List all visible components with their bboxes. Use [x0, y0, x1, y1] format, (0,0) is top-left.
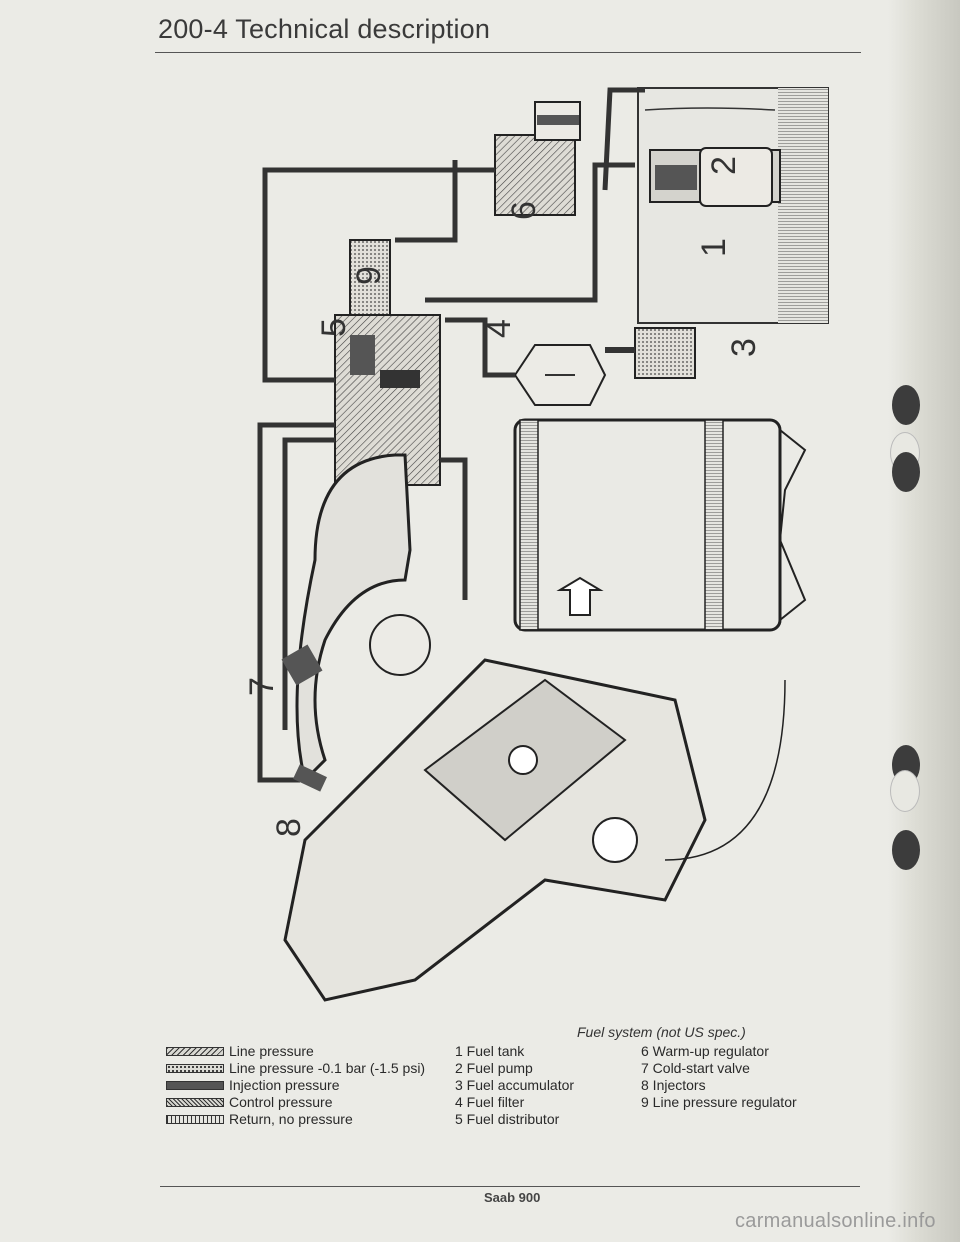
- page-title: 200-4 Technical description: [158, 14, 491, 44]
- part-item: 5 Fuel distributor: [455, 1111, 560, 1127]
- label-6: 6: [505, 201, 543, 220]
- header-rule: [155, 52, 861, 53]
- legend-label: Line pressure -0.1 bar (-1.5 psi): [229, 1060, 426, 1076]
- punch-hole: [892, 452, 920, 492]
- line-pressure-swatch: [166, 1047, 224, 1056]
- label-7: 7: [245, 677, 281, 696]
- pressure-legend: Line pressure Line pressure -0.1 bar (-1…: [166, 1043, 456, 1128]
- cold-start-valve: [281, 644, 323, 686]
- fuel-accumulator: [605, 327, 696, 379]
- part-item: 8 Injectors: [641, 1077, 706, 1093]
- intake-manifold: [295, 453, 431, 783]
- label-5: 5: [315, 318, 353, 337]
- injection-pressure-swatch: [166, 1081, 224, 1090]
- legend-label: Return, no pressure: [229, 1111, 353, 1127]
- warm-up-regulator: [494, 101, 581, 216]
- parts-list-col1: 1 Fuel tank 2 Fuel pump 3 Fuel accumulat…: [455, 1043, 574, 1128]
- legend-label: Injection pressure: [229, 1077, 340, 1093]
- line-pressure-minus-swatch: [166, 1064, 224, 1073]
- part-item: 2 Fuel pump: [455, 1060, 533, 1076]
- legend-label: Control pressure: [229, 1094, 333, 1110]
- fuel-filter: [513, 344, 607, 406]
- label-9: 9: [350, 266, 388, 285]
- figure-caption: Fuel system (not US spec.): [577, 1024, 746, 1040]
- footer-model: Saab 900: [484, 1190, 541, 1205]
- fuel-distributor: [334, 239, 441, 486]
- part-item: 9 Line pressure regulator: [641, 1094, 797, 1110]
- fuel-pump: [649, 147, 781, 207]
- return-swatch: [166, 1115, 224, 1124]
- fuel-system-diagram: 1 2 3 4 5 6 7 8 9: [245, 87, 829, 1002]
- punch-hole: [892, 830, 920, 870]
- parts-list-col2: 6 Warm-up regulator 7 Cold-start valve 8…: [641, 1043, 797, 1111]
- part-item: 3 Fuel accumulator: [455, 1077, 575, 1093]
- legend-item: Line pressure: [166, 1043, 456, 1060]
- legend-item: Control pressure: [166, 1094, 456, 1111]
- injector: [293, 764, 327, 792]
- air-intake: [513, 418, 807, 632]
- punch-hole: [890, 770, 920, 812]
- label-3: 3: [725, 338, 763, 357]
- part-item: 7 Cold-start valve: [641, 1060, 750, 1076]
- legend-item: Return, no pressure: [166, 1111, 456, 1128]
- part-item: 1 Fuel tank: [455, 1043, 525, 1059]
- part-item: 4 Fuel filter: [455, 1094, 525, 1110]
- legend-item: Injection pressure: [166, 1077, 456, 1094]
- watermark: carmanualsonline.info: [735, 1210, 936, 1232]
- control-pressure-swatch: [166, 1098, 224, 1107]
- legend-label: Line pressure: [229, 1043, 314, 1059]
- label-2: 2: [705, 156, 743, 175]
- engine: [283, 658, 786, 1002]
- part-item: 6 Warm-up regulator: [641, 1043, 769, 1059]
- legend-item: Line pressure -0.1 bar (-1.5 psi): [166, 1060, 456, 1077]
- label-1: 1: [695, 238, 733, 257]
- footer-rule: [160, 1186, 860, 1187]
- label-8: 8: [270, 818, 308, 837]
- punch-hole: [892, 385, 920, 425]
- label-4: 4: [480, 319, 518, 338]
- fuel-lines: [257, 87, 645, 783]
- binder-edge: [888, 0, 960, 1242]
